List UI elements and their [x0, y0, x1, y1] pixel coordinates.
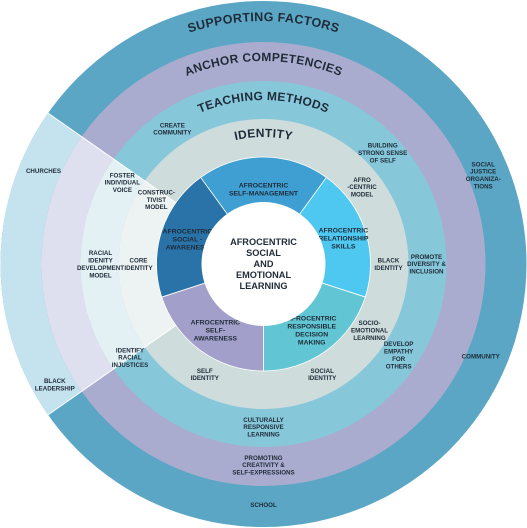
supporting-factor-label: SCHOOL	[250, 502, 277, 509]
teaching-methods-wedge	[80, 159, 145, 369]
supporting-factor-label: CHURCHES	[26, 168, 61, 175]
center-circle	[201, 202, 326, 326]
supporting-factor-label: COMMUNITY	[462, 353, 501, 360]
identity-wedge	[118, 180, 176, 348]
anchor-competencies-wedge	[41, 136, 114, 392]
title-wedge	[0, 112, 177, 416]
supporting-factors-wedge	[0, 113, 82, 415]
identity-title: IDENTITY	[233, 126, 294, 143]
wedge-divider-line	[47, 112, 177, 204]
wedge-divider-line	[47, 324, 177, 416]
